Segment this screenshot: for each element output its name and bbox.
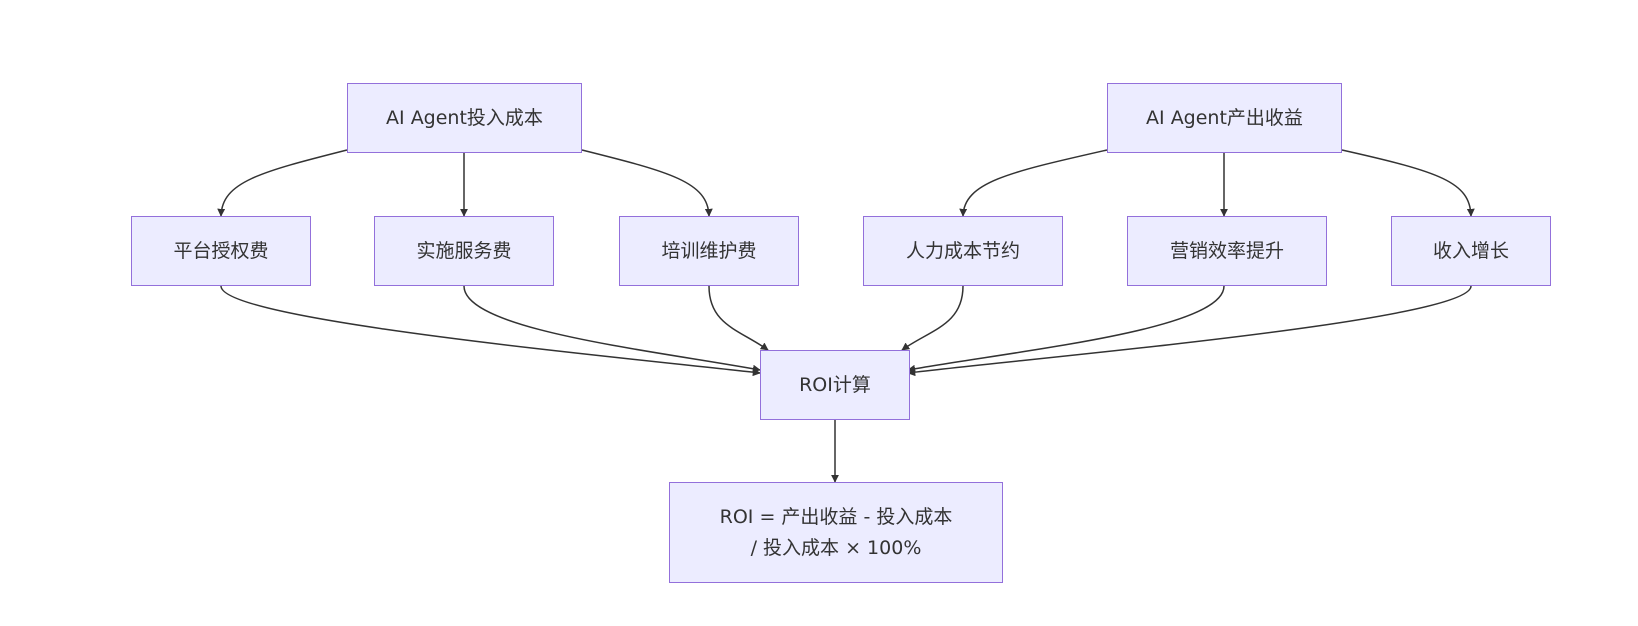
edge-cost-to-platform-fee (217, 149, 348, 217)
edge-training-fee-to-roi (708, 285, 769, 351)
training-fee-label: 培训维护费 (661, 239, 757, 262)
labor-saving-node: 人力成本节约 (863, 216, 1063, 286)
benefit-node: AI Agent产出收益 (1107, 83, 1342, 153)
edge-marketing-efficiency-to-roi (907, 285, 1225, 373)
implementation-fee-label: 实施服务费 (416, 239, 512, 262)
roi-formula-node: ROI = 产出收益 - 投入成本 / 投入成本 × 100% (669, 482, 1003, 583)
roi-formula-line2: / 投入成本 × 100% (750, 536, 922, 559)
edge-labor-saving-to-roi (901, 285, 964, 351)
training-fee-node: 培训维护费 (619, 216, 799, 286)
edge-benefit-to-labor-saving (959, 149, 1108, 217)
edge-benefit-to-revenue-growth (1341, 149, 1475, 217)
labor-saving-label: 人力成本节约 (905, 239, 1020, 262)
platform-fee-label: 平台授权费 (173, 239, 269, 262)
edge-cost-to-training-fee (581, 149, 713, 217)
edge-implementation-fee-to-roi (463, 285, 761, 373)
cost-node-label: AI Agent投入成本 (386, 106, 543, 129)
cost-node: AI Agent投入成本 (347, 83, 582, 153)
marketing-efficiency-label: 营销效率提升 (1169, 239, 1284, 262)
revenue-growth-label: 收入增长 (1432, 239, 1509, 262)
roi-formula-line1: ROI = 产出收益 - 投入成本 (719, 505, 953, 528)
roi-calc-label: ROI计算 (799, 373, 871, 396)
edge-revenue-growth-to-roi (907, 285, 1472, 377)
platform-fee-node: 平台授权费 (131, 216, 311, 286)
roi-calc-node: ROI计算 (760, 350, 910, 420)
marketing-efficiency-node: 营销效率提升 (1127, 216, 1327, 286)
benefit-node-label: AI Agent产出收益 (1146, 106, 1303, 129)
implementation-fee-node: 实施服务费 (374, 216, 554, 286)
edge-platform-fee-to-roi (220, 285, 761, 377)
revenue-growth-node: 收入增长 (1391, 216, 1551, 286)
